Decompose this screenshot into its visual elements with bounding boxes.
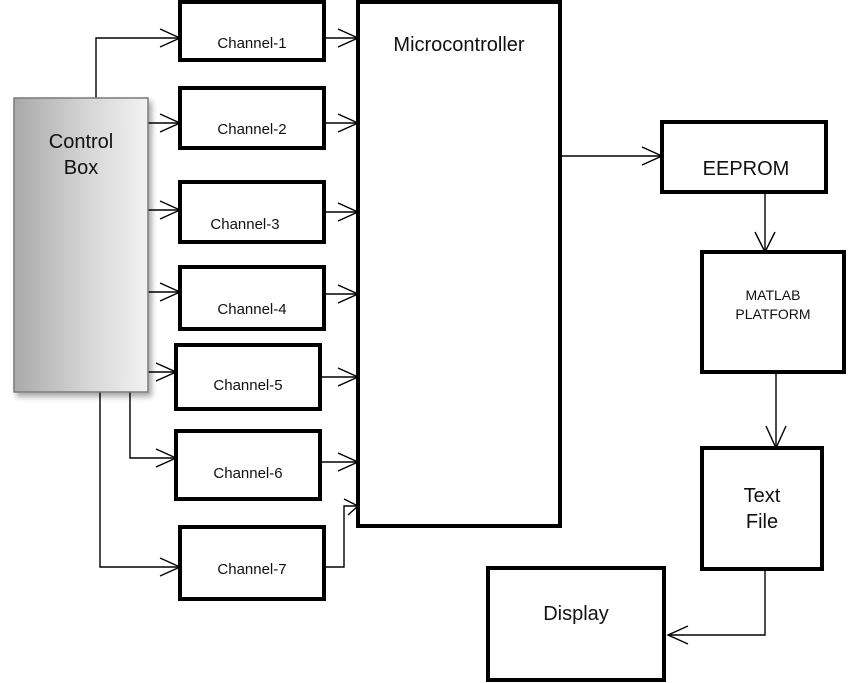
eeprom-label: EEPROM — [703, 158, 790, 180]
text-file-box: Text File — [700, 446, 824, 571]
channel-2-label: Channel-2 — [217, 121, 286, 138]
connector-controlbox-channel-6 — [129, 392, 176, 459]
control-box-label-line2: Box — [64, 157, 98, 179]
channel-4-label: Channel-4 — [217, 301, 286, 318]
channel-3-label: Channel-3 — [210, 216, 279, 233]
channel-7-label: Channel-7 — [217, 561, 286, 578]
channel-3-box: Channel-3 — [178, 180, 326, 244]
control-box: Control Box — [13, 97, 149, 393]
matlab-label-line1: MATLAB — [746, 287, 801, 303]
matlab-platform-box: MATLAB PLATFORM — [700, 250, 846, 374]
control-box-label-line1: Control — [49, 131, 113, 153]
eeprom-box: EEPROM — [660, 120, 828, 194]
connector-controlbox-channel-1 — [95, 37, 180, 98]
channel-boxes: Channel-1 Channel-2 Channel-3 Channel-4 … — [174, 0, 326, 601]
connector-channel-7-mcu — [324, 505, 358, 568]
channel-7-box: Channel-7 — [178, 525, 326, 601]
microcontroller-box: Microcontroller — [356, 0, 562, 528]
channel-1-label: Channel-1 — [217, 35, 286, 52]
channel-5-label: Channel-5 — [213, 377, 282, 394]
microcontroller-label: Microcontroller — [393, 34, 524, 56]
channel-5-box: Channel-5 — [174, 343, 322, 411]
channel-1-box: Channel-1 — [178, 0, 326, 62]
channel-6-box: Channel-6 — [174, 429, 322, 501]
text-file-label-line1: Text — [744, 485, 781, 507]
text-file-label-line2: File — [746, 511, 778, 533]
matlab-label-line2: PLATFORM — [735, 306, 810, 322]
arrow-left-icon — [666, 625, 689, 645]
connector-textfile-display — [668, 569, 766, 636]
display-label: Display — [543, 603, 609, 625]
channel-2-box: Channel-2 — [178, 86, 326, 150]
channel-4-box: Channel-4 — [178, 265, 326, 331]
display-box: Display — [486, 566, 666, 682]
arrow-right-icon — [343, 498, 360, 516]
channel-6-label: Channel-6 — [213, 465, 282, 482]
connector-controlbox-channel-7 — [99, 392, 180, 568]
connector-lines — [95, 37, 777, 636]
